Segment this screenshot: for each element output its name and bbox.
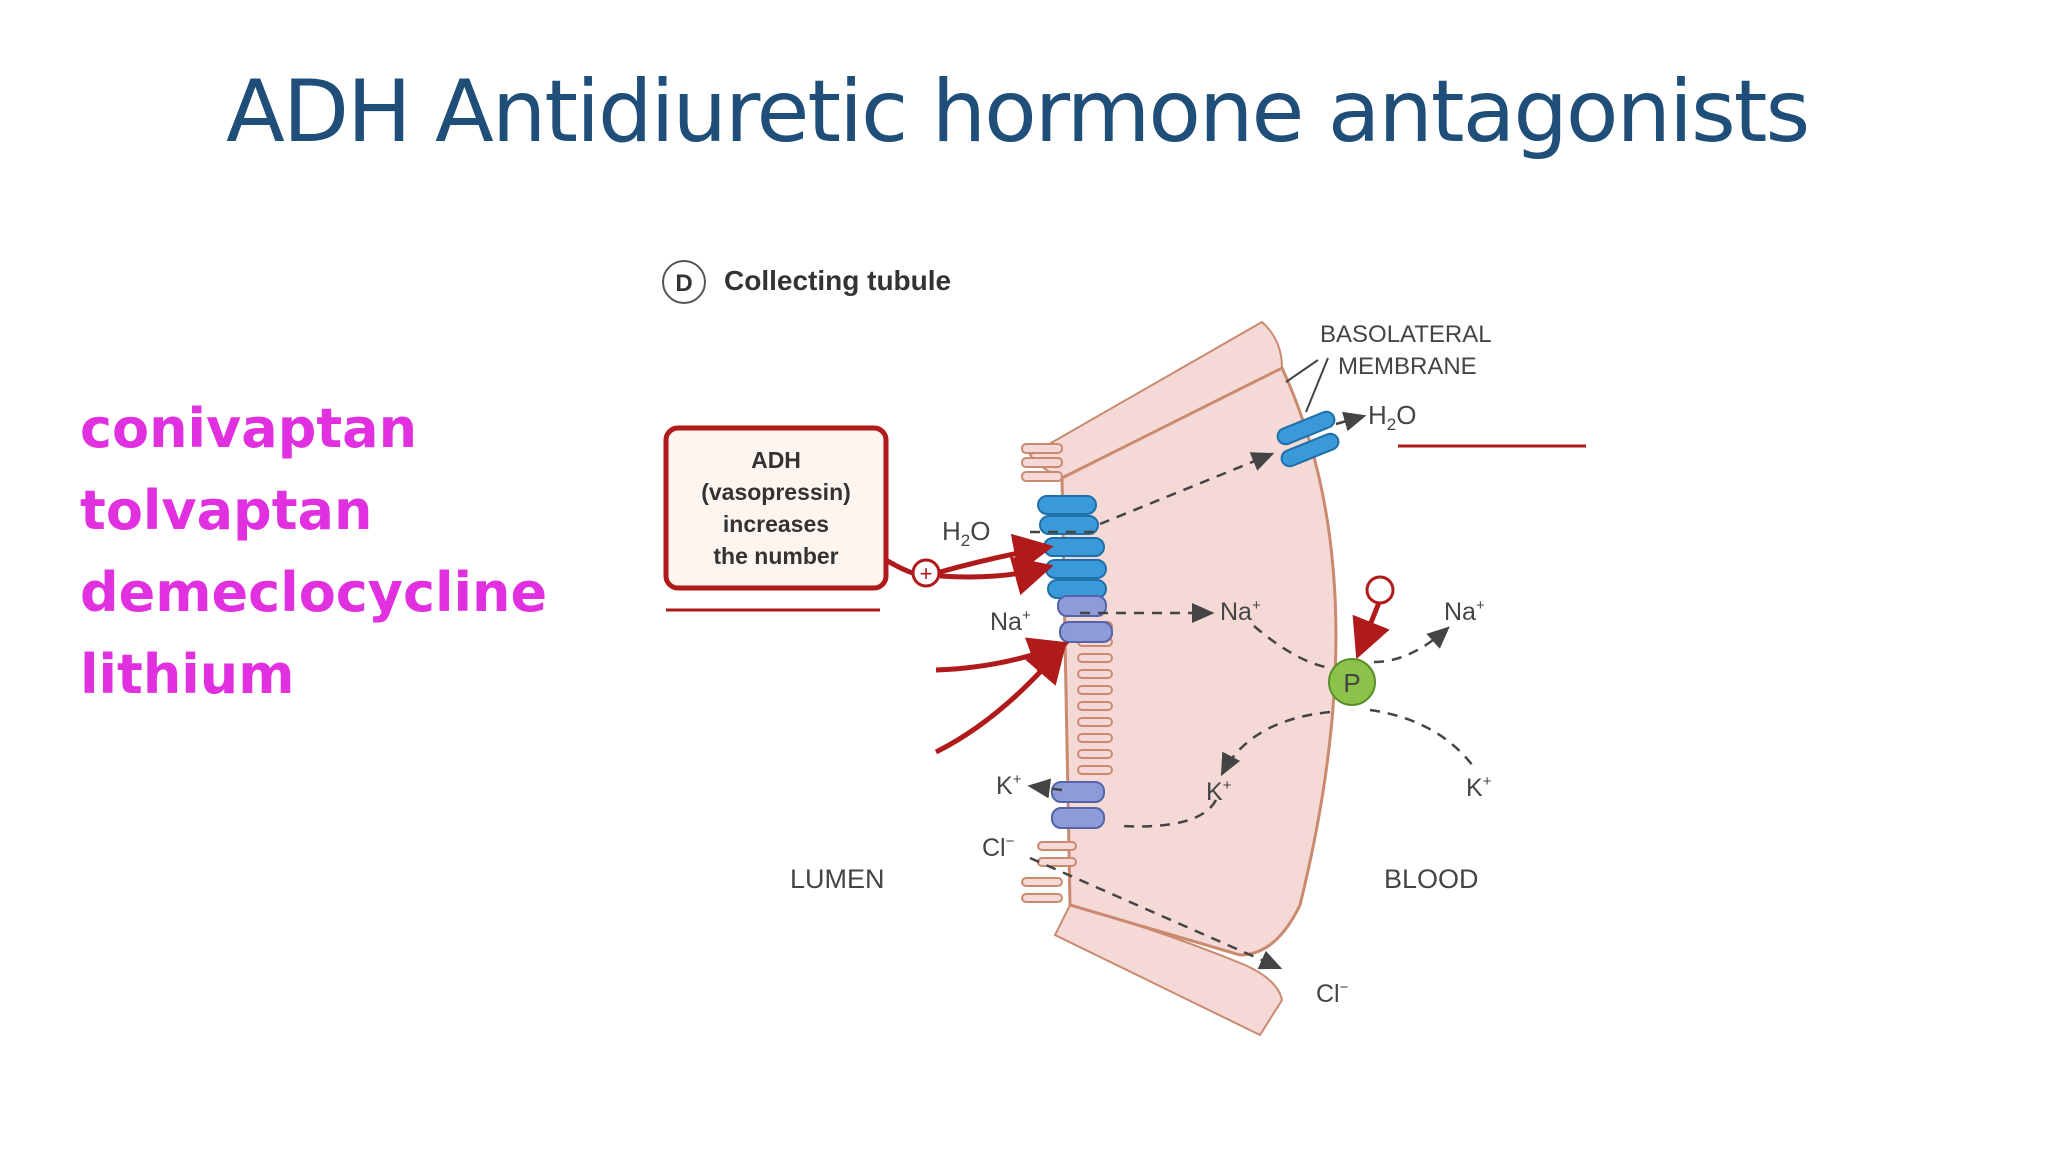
adh-box xyxy=(663,425,889,591)
na-label-blood: Na+ xyxy=(1444,597,1485,626)
pump-label: P xyxy=(1343,668,1360,698)
basolateral-label-line1: BASOLATERAL xyxy=(1320,321,1492,348)
h2o-label-lumen: H2O xyxy=(942,516,990,550)
sodium-channels xyxy=(1057,595,1113,643)
k-label-cell: K+ xyxy=(1206,777,1232,806)
plus-sign-icon xyxy=(911,558,941,588)
basolateral-label-line2: MEMBRANE xyxy=(1338,353,1477,380)
drug-list: conivaptan tolvaptan demeclocycline lith… xyxy=(80,388,547,716)
cl-label-lumen: Cl− xyxy=(982,833,1015,862)
drug-lithium: lithium xyxy=(80,643,295,706)
h2o-label-blood: H2O xyxy=(1368,400,1416,434)
blood-label: BLOOD xyxy=(1384,864,1479,894)
cl-label-blood: Cl− xyxy=(1316,979,1349,1008)
drug-demeclocycline: demeclocycline xyxy=(80,561,548,624)
adh-arrows xyxy=(884,533,1390,755)
basolateral-plus-icon xyxy=(1365,575,1395,605)
panel-letter-badge xyxy=(662,260,706,304)
panel-title: Collecting tubule xyxy=(724,265,951,296)
basolateral-water-channel xyxy=(1276,410,1340,468)
adh-box-line1: ADH xyxy=(751,447,801,473)
slide-title: ADH Antidiuretic hormone antagonists xyxy=(226,62,1810,162)
flow-paths xyxy=(1027,411,1478,970)
adh-box-line4: the number xyxy=(713,543,838,569)
plus-sign: + xyxy=(920,561,933,586)
na-label-lumen: Na+ xyxy=(990,607,1031,636)
drug-tolvaptan: tolvaptan xyxy=(80,479,373,542)
potassium-channels xyxy=(1051,781,1105,829)
drug-conivaptan: conivaptan xyxy=(80,397,418,460)
panel-letter: D xyxy=(675,270,692,297)
pump-icon xyxy=(1328,658,1376,706)
adh-box-line3: increases xyxy=(723,511,829,537)
k-label-blood: K+ xyxy=(1466,773,1492,802)
na-label-cell: Na+ xyxy=(1220,597,1261,626)
k-label-lumen: K+ xyxy=(996,771,1022,800)
adh-box-line2: (vasopressin) xyxy=(701,479,851,505)
microvilli xyxy=(1021,443,1113,903)
lumen-label: LUMEN xyxy=(790,864,885,894)
